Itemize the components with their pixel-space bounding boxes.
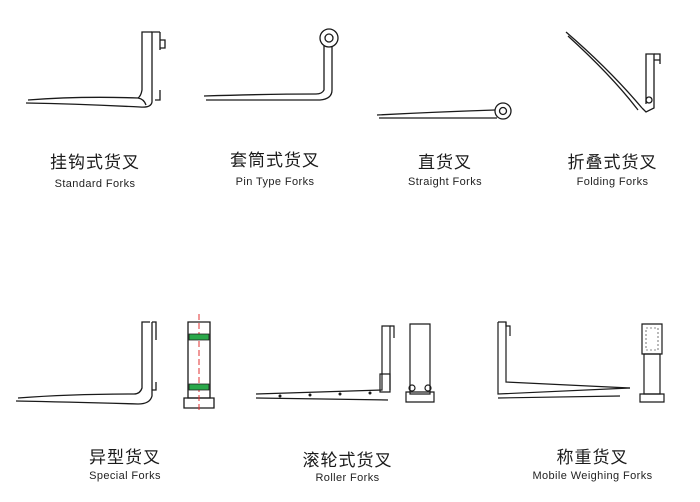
fork-name-cn: 挂钩式货叉: [50, 153, 140, 173]
straight-fork-drawing: [365, 20, 525, 130]
fork-name-en: Roller Forks: [315, 472, 380, 484]
fork-item-roller: 滚轮式货叉 Roller Forks: [250, 310, 445, 490]
fork-name-cn: 异型货叉: [89, 448, 161, 468]
special-fork-drawing: [10, 310, 240, 420]
fork-item-folding: 折叠式货叉 Folding Forks: [530, 20, 695, 195]
fork-name-cn: 直货叉: [418, 153, 472, 173]
fork-item-special: 异型货叉 Special Forks: [10, 310, 240, 490]
fork-name-cn: 折叠式货叉: [567, 153, 658, 173]
fork-name-cn: 滚轮式货叉: [302, 451, 393, 471]
standard-fork-drawing: [10, 20, 180, 130]
fork-name-cn: 套筒式货叉: [230, 151, 320, 171]
fork-name-en: Special Forks: [89, 470, 161, 482]
folding-fork-drawing: [530, 20, 695, 130]
fork-item-weighing: 称重货叉 Mobile Weighing Forks: [490, 310, 695, 490]
weighing-fork-drawing: [490, 310, 695, 420]
fork-item-standard: 挂钩式货叉 Standard Forks: [10, 20, 180, 195]
fork-item-straight: 直货叉 Straight Forks: [365, 20, 525, 195]
fork-name-cn: 称重货叉: [556, 448, 629, 468]
fork-name-en: Folding Forks: [576, 176, 649, 188]
fork-name-en: Straight Forks: [407, 176, 483, 188]
fork-name-en: Pin Type Forks: [235, 176, 315, 188]
pin-type-fork-drawing: [190, 20, 360, 130]
fork-name-en: Mobile Weighing Forks: [532, 470, 653, 482]
fork-item-pin-type: 套筒式货叉 Pin Type Forks: [190, 20, 360, 195]
fork-name-en: Standard Forks: [54, 178, 136, 190]
roller-fork-drawing: [250, 310, 445, 420]
